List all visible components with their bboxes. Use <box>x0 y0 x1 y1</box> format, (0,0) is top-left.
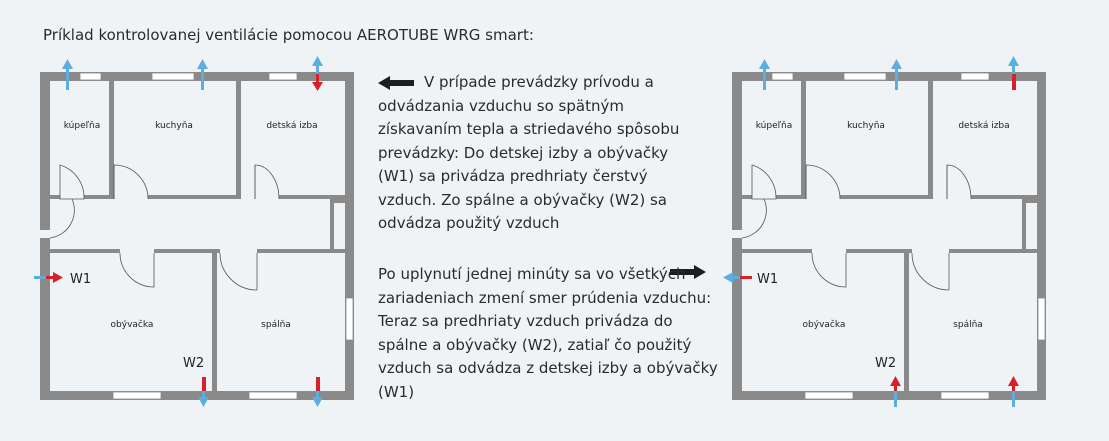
room-label-kids-room: detská izba <box>266 121 317 131</box>
exhaust-arrow-icon <box>62 59 73 90</box>
room-label-kids-room: detská izba <box>958 121 1009 131</box>
room-label-living-room: obývačka <box>111 319 154 330</box>
room-label-kitchen: kuchyňa <box>155 120 193 131</box>
description-phase-1: V prípade prevádzky prívodu a odvádzania… <box>378 73 680 232</box>
room-label-bedroom: spálňa <box>261 319 291 330</box>
supply-arrow-icon <box>34 272 63 283</box>
label-w1: W1 <box>70 272 91 287</box>
room-label-bathroom: kúpeľňa <box>756 120 792 131</box>
description-phase-2: Po uplynutí jednej minúty sa vo všetkých… <box>378 265 718 401</box>
arrow-right-icon <box>670 265 706 279</box>
label-w1: W1 <box>757 272 778 287</box>
supply-arrow-icon <box>1008 376 1019 407</box>
exhaust-arrow-icon <box>723 272 752 283</box>
room-label-kitchen: kuchyňa <box>847 120 885 131</box>
figure-title: Príklad kontrolovanej ventilácie pomocou… <box>43 26 534 44</box>
exhaust-arrow-icon <box>1008 56 1019 90</box>
floor-plan-phase-2: kúpeľňa kuchyňa detská izba obývačka spá… <box>723 56 1047 407</box>
exhaust-arrow-icon <box>759 59 770 90</box>
supply-arrow-icon <box>312 56 323 91</box>
label-w2: W2 <box>183 356 204 371</box>
room-label-bedroom: spálňa <box>953 319 983 330</box>
exhaust-arrow-icon <box>891 59 902 90</box>
floor-plan-phase-1: kúpeľňa kuchyňa detská izba obývačka spá… <box>34 56 355 407</box>
supply-arrow-icon <box>890 376 901 407</box>
room-label-living-room: obývačka <box>803 319 846 330</box>
room-label-bathroom: kúpeľňa <box>64 120 100 131</box>
exhaust-arrow-icon <box>312 377 323 407</box>
exhaust-arrow-icon <box>198 377 209 407</box>
label-w2: W2 <box>875 356 896 371</box>
arrow-left-icon <box>378 76 414 90</box>
exhaust-arrow-icon <box>197 59 208 90</box>
